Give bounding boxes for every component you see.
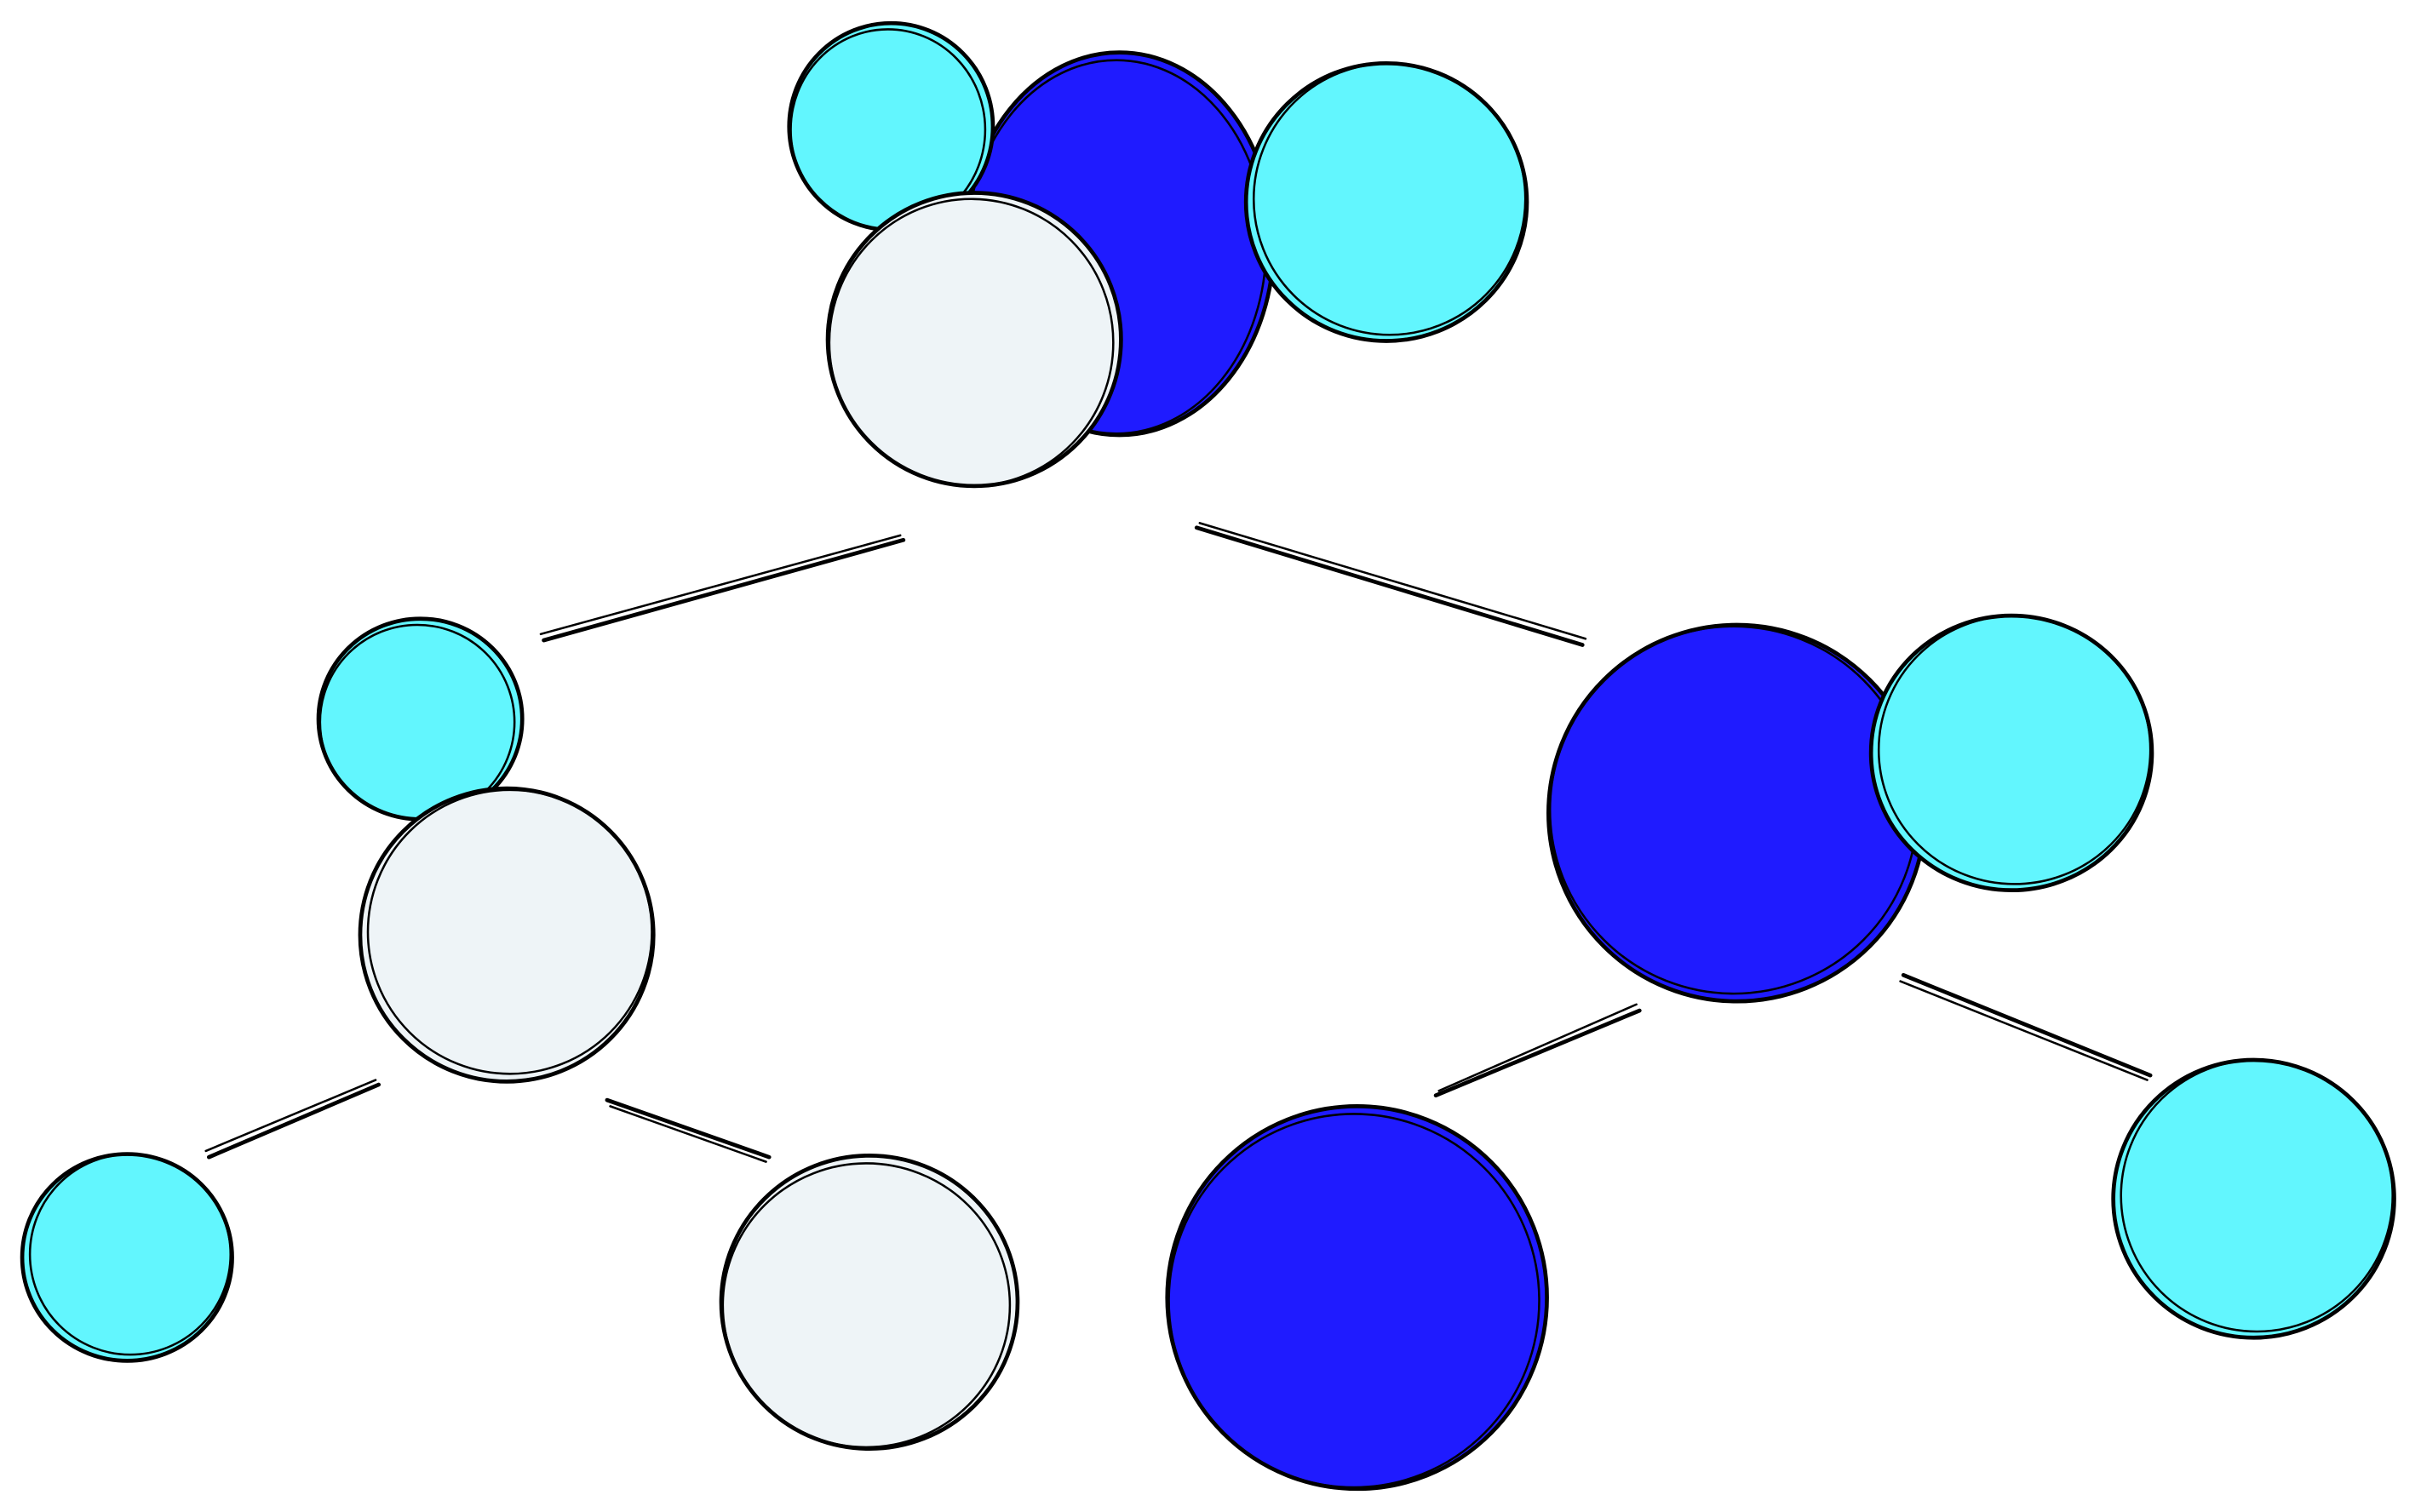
node-blue-bottom-sketch — [1167, 1113, 1540, 1489]
node-cyan-top-right-sketch — [1252, 62, 1527, 336]
node-group-top — [787, 20, 1529, 489]
node-light-top-sketch — [828, 198, 1115, 488]
edge-right-to-bottom-right-sketch — [1899, 980, 2148, 1081]
edge-top-to-right-sketch — [1198, 522, 1587, 640]
node-cyan-top-right — [1243, 60, 1529, 343]
edge-top-to-left-sketch — [539, 534, 902, 636]
node-light-bottom-middle-sketch — [721, 1162, 1012, 1449]
edge-top-to-left — [542, 537, 906, 643]
edge-right-to-bottom-blue-sketch — [1437, 1003, 1638, 1092]
node-blue-bottom — [1165, 1104, 1549, 1492]
node-light-left — [358, 786, 656, 1084]
edge-right-to-bottom-right — [1901, 972, 2153, 1078]
edge-right-to-bottom-blue — [1433, 1008, 1642, 1098]
node-cyan-bottom-left-sketch — [28, 1153, 232, 1356]
node-light-top — [825, 191, 1123, 489]
node-cyan-right-sketch — [1877, 614, 2152, 885]
edges — [204, 522, 2153, 1163]
edge-left-to-bottom-left — [206, 1082, 382, 1160]
node-cyan-bottom-left — [20, 1152, 234, 1363]
node-group-right — [1546, 613, 2154, 1004]
node-blue-right — [1546, 622, 1927, 1004]
node-group-left — [316, 616, 656, 1084]
node-cyan-bottom-right — [2111, 1057, 2396, 1340]
edge-left-to-bottom-middle-sketch — [609, 1105, 767, 1163]
node-light-bottom-middle — [719, 1154, 1020, 1452]
node-cyan-bottom-right-sketch — [2120, 1058, 2394, 1333]
edge-top-to-right — [1194, 525, 1585, 647]
edge-left-to-bottom-middle — [605, 1097, 772, 1160]
node-cyan-right — [1868, 613, 2154, 893]
node-light-left-sketch — [366, 788, 653, 1075]
edge-left-to-bottom-left-sketch — [204, 1079, 377, 1153]
